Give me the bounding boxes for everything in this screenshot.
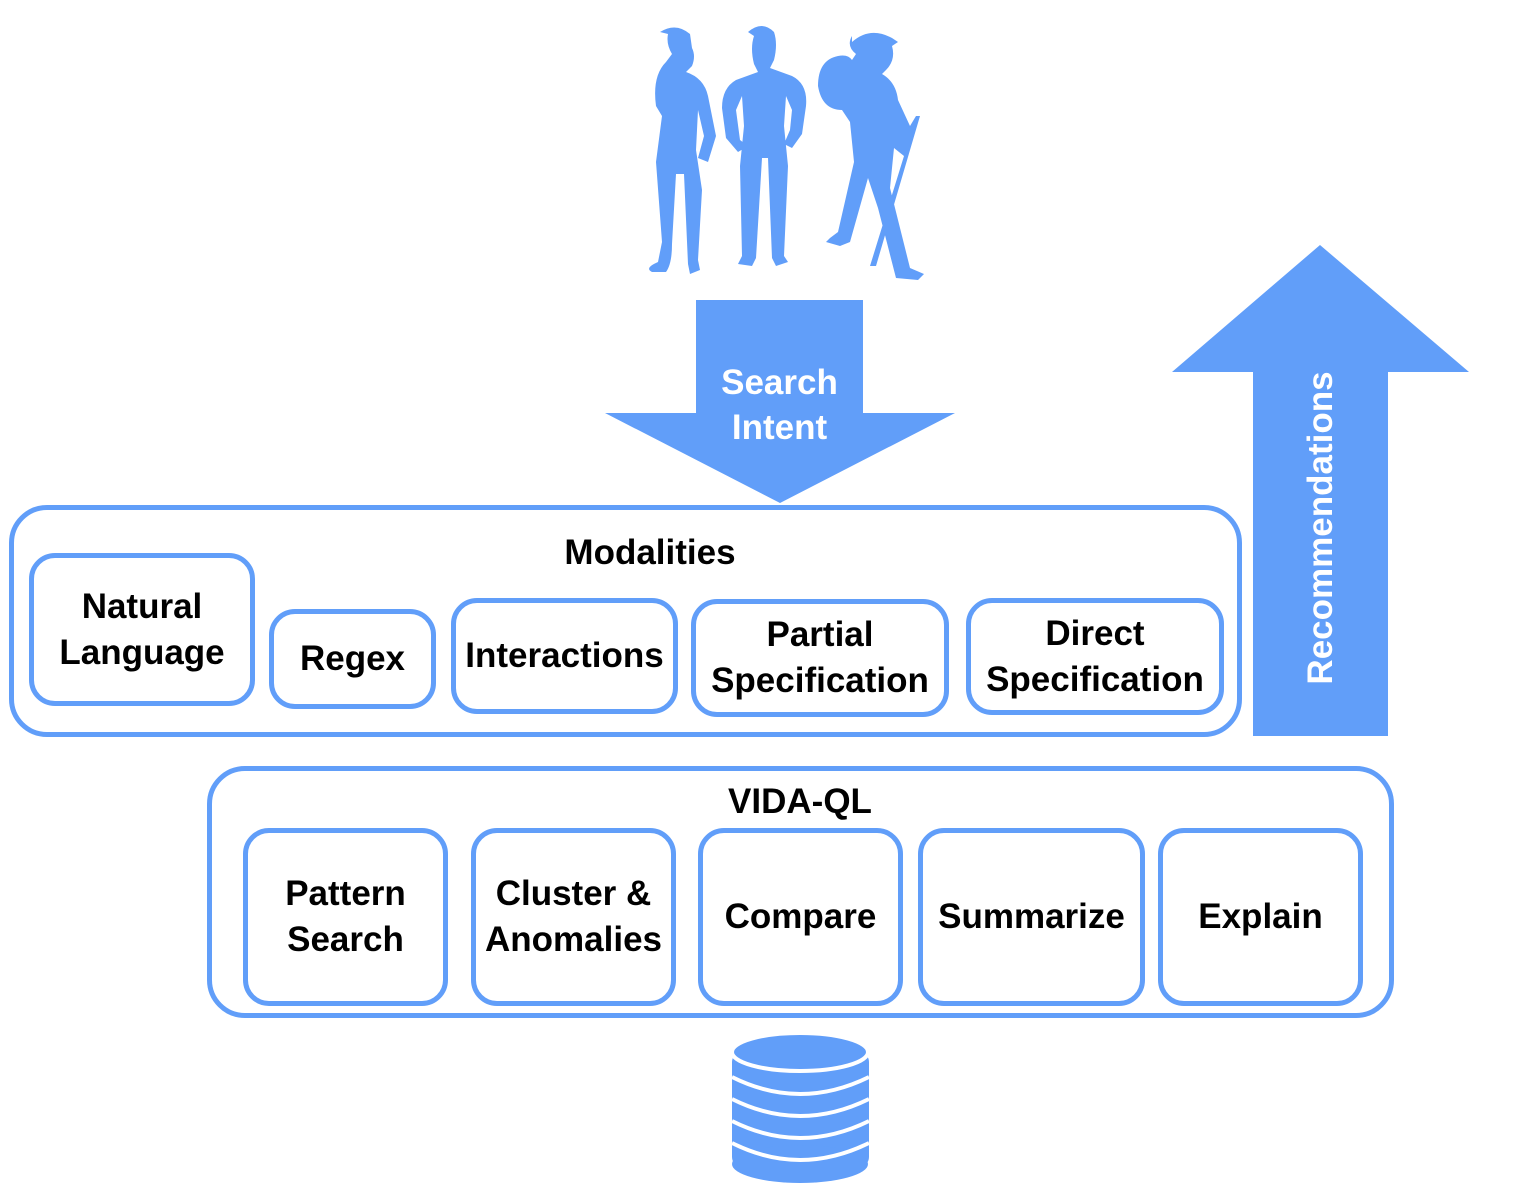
operation-explain: Explain [1158, 828, 1363, 1006]
operation-label: Summarize [938, 897, 1125, 936]
operation-pattern-search: Pattern Search [243, 828, 448, 1006]
modality-label: Direct Specification [986, 613, 1204, 699]
operation-summarize: Summarize [918, 828, 1145, 1006]
modality-natural-language: Natural Language [29, 553, 255, 706]
operation-cluster-anomalies: Cluster & Anomalies [471, 828, 676, 1006]
vidaql-title: VIDA-QL [728, 782, 872, 821]
modality-label: Regex [299, 639, 406, 678]
operation-compare: Compare [698, 828, 903, 1006]
modality-direct-specification: Direct Specification [966, 598, 1224, 715]
operation-label: Compare [724, 897, 877, 936]
search-intent-label: Search Intent [721, 363, 838, 447]
modality-label: Interactions [465, 636, 664, 675]
operation-label: Explain [1198, 897, 1323, 936]
modalities-title: Modalities [564, 533, 736, 572]
modality-interactions: Interactions [451, 598, 678, 714]
modality-partial-specification: Partial Specification [691, 599, 949, 717]
modality-regex: Regex [269, 609, 436, 709]
modality-label: Partial Specification [711, 615, 929, 700]
modality-label: Natural Language [59, 586, 225, 672]
operation-label: Cluster & Anomalies [485, 874, 662, 959]
recommendations-label: Recommendations [1301, 371, 1340, 685]
operation-label: Pattern Search [285, 874, 406, 959]
